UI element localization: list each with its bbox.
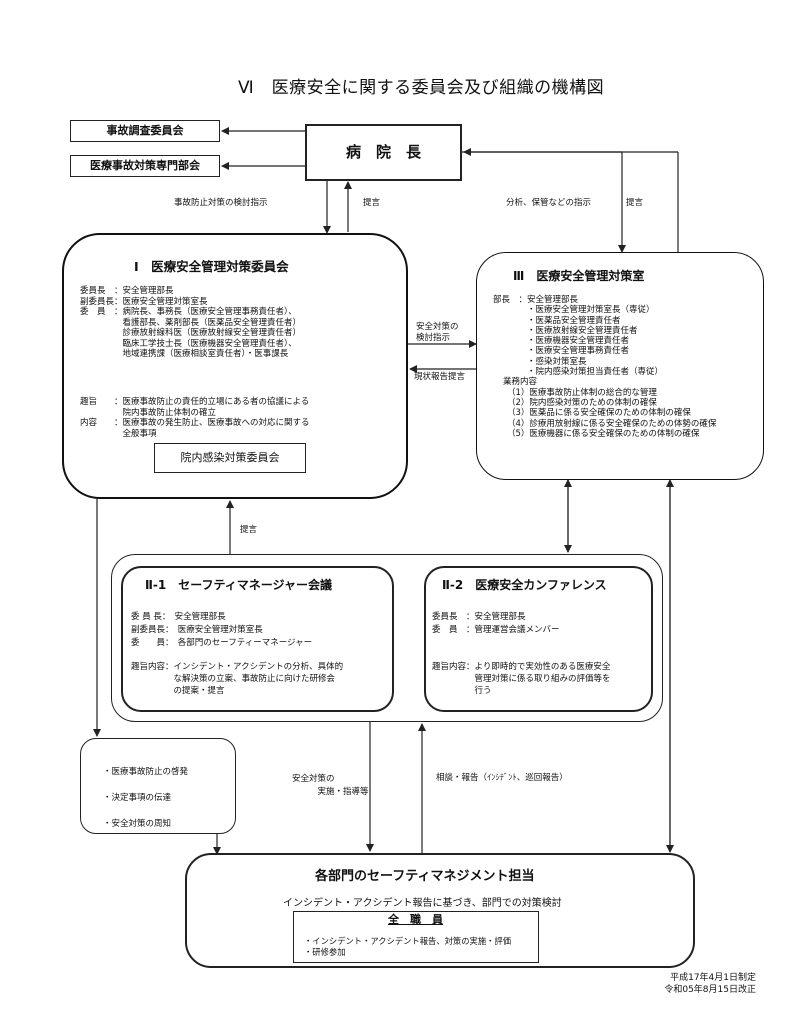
safety-committee-box: Ⅰ 医療安全管理対策委員会 委員長 ：安全管理部長 副委員長：医療安全管理対策室… [62, 233, 408, 499]
department-heading: 各部門のセーフティマネジメント担当 [315, 869, 535, 884]
office-duty-line: （2）院内感染対策のための体制の確保 [507, 397, 657, 408]
notice-item: ・安全対策の周知 [103, 819, 172, 829]
committee-members: 委員長 ：安全管理部長 副委員長：医療安全管理対策室長 委 員 ：病院長、事務長… [80, 286, 301, 360]
office-duty-line: （3）医薬品に係る安全確保のための体制の確保 [507, 408, 691, 419]
committee-member-line: 委員長 ：安全管理部長 [80, 286, 174, 296]
office-member-line: ・感染対策室長 [493, 356, 587, 367]
meeting-members: 委 員 長： 安全管理部長 副委員長： 医療安全管理対策室長 委 員： 各部門の… [131, 611, 312, 650]
meeting-member-line: 副委員長： 医療安全管理対策室長 [131, 625, 263, 635]
meeting-heading: Ⅱ-1 セーフティマネージャー会議 [145, 578, 332, 592]
safety-conference-box: Ⅱ-2 医療安全カンファレンス 委員長 ：安全管理部長 委 員 ：管理運営会議メ… [424, 566, 653, 712]
all-staff-item: ・研修参加 [304, 946, 346, 957]
label-right-up: 提言 [626, 198, 644, 208]
infection-committee-label: 院内感染対策委員会 [180, 451, 280, 464]
committee-purpose: 趣旨 ：医療事故防止の責任的立場にある者の協議による 院内事故防止体制の確立 内… [80, 397, 310, 439]
committee-purpose-line: 趣旨 ：医療事故防止の責任的立場にある者の協議による [80, 397, 310, 407]
all-staff-box: 全 職 員 ・インシデント・アクシデント報告、対策の実施・評価 ・研修参加 [293, 911, 539, 963]
office-members: 部長 ：安全管理部長 ・医療安全管理対策室長（専従） ・医薬品安全管理責任者 ・… [493, 295, 716, 439]
director-label: 病 院 長 [345, 143, 421, 161]
office-duty-line: （1）医療事故防止体制の総合的な管理 [507, 387, 657, 398]
countermeasure-subcommittee-label: 医療事故対策専門部会 [90, 159, 200, 172]
office-duty-line: （5）医療機器に係る安全確保のための体制の確保 [507, 428, 700, 439]
meeting-purpose: 趣旨内容：インシデント・アクシデントの分析、具体的 な解決策の立案、事故防止に向… [131, 661, 343, 697]
office-duties-heading: 業務内容 [503, 377, 538, 388]
committee-purpose-line: 内容 ：医療事故の発生防止、医療事故への対応に関する [80, 418, 310, 428]
notice-items: ・医療事故防止の啓発 ・決定事項の伝達 ・安全対策の周知 [103, 759, 188, 837]
conference-members: 委員長 ：安全管理部長 委 員 ：管理運営会議メンバー [432, 611, 560, 637]
notice-box: ・医療事故防止の啓発 ・決定事項の伝達 ・安全対策の周知 [80, 738, 236, 834]
revised-date: 令和05年8月15日改正 [664, 985, 756, 995]
committee-member-line: 委 員 ：病院長、事務長（医療安全管理事務責任者）、 [80, 307, 297, 317]
label-safety-implementation: 安全対策の 実施・指導等 [292, 774, 369, 797]
office-member-line: ・医療安全管理事務責任者 [493, 346, 630, 357]
conference-heading: Ⅱ-2 医療安全カンファレンス [442, 578, 607, 592]
notice-item: ・医療事故防止の啓発 [103, 767, 189, 777]
safety-manager-meeting-box: Ⅱ-1 セーフティマネージャー会議 委 員 長： 安全管理部長 副委員長： 医療… [121, 566, 394, 712]
office-member-line: ・医療機器安全管理責任者 [493, 336, 630, 347]
committee-member-line: 診療放射線科医（医療放射線安全管理責任者） [80, 328, 302, 338]
committee-member-line: 臨床工学技士長（医療機器安全管理責任者）、 [80, 338, 297, 349]
label-left-down: 事故防止対策の検討指示 [174, 198, 268, 208]
director-box: 病 院 長 [305, 124, 462, 181]
meeting-purpose-line: な解決策の立案、事故防止に向けた研修会 [131, 674, 336, 684]
conference-member-line: 委 員 ：管理運営会議メンバー [432, 625, 560, 635]
meeting-purpose-line: の提案・提言 [131, 686, 225, 696]
committee-member-line: 看護部長、薬剤部長（医薬品安全管理責任者） [80, 317, 302, 328]
all-staff-items: ・インシデント・アクシデント報告、対策の実施・評価 ・研修参加 [304, 936, 511, 957]
label-status-report: 現状報告提言 [414, 372, 466, 382]
label-safety-instruction: 安全対策の 検討指示 [416, 322, 459, 343]
office-member-line: 部長 ：安全管理部長 [493, 295, 579, 305]
office-duty-line: （4）診療用放射線に係る安全確保のための体勢の確保 [507, 418, 717, 429]
page-title: Ⅵ 医療安全に関する委員会及び組織の機構図 [238, 78, 605, 98]
committee-member-line: 地域連携課（医療相談室責任者）・医事課長 [80, 349, 289, 359]
conference-purpose: 趣旨内容：より即時的で実効性のある医療安全 管理対策に係る取り組みの評価等を 行… [432, 661, 611, 697]
accident-committee-box: 事故調査委員会 [70, 120, 220, 142]
label-consult-report: 相談・報告（ｲﾝｼﾃﾞﾝﾄ、巡回報告） [436, 773, 568, 783]
all-staff-heading: 全 職 員 [388, 913, 443, 926]
established-date: 平成17年4月1日制定 [670, 973, 756, 983]
committee-purpose-line: 全般事項 [80, 428, 157, 439]
label-left-up: 提言 [363, 198, 381, 208]
committee-heading: Ⅰ 医療安全管理対策委員会 [134, 259, 289, 274]
conference-purpose-line: 趣旨内容：より即時的で実効性のある医療安全 [432, 662, 611, 672]
label-committee-proposal: 提言 [240, 525, 258, 535]
meeting-member-line: 委 員 長： 安全管理部長 [131, 612, 226, 622]
committee-member-line: 副委員長：医療安全管理対策室長 [80, 296, 208, 307]
accident-committee-label: 事故調査委員会 [106, 124, 184, 137]
committee-purpose-line: 院内事故防止体制の確立 [80, 407, 217, 418]
conference-member-line: 委員長 ：安全管理部長 [432, 612, 526, 622]
label-right-down: 分析、保管などの指示 [506, 198, 592, 208]
department-subtitle: インシデント・アクシデント報告に基づき、部門での対策検討 [283, 898, 562, 909]
office-member-line: ・医療安全管理対策室長（専従） [493, 305, 655, 316]
office-member-line: ・医療放射線安全管理責任者 [493, 325, 638, 336]
meeting-member-line: 委 員： 各部門のセーフティーマネージャー [131, 638, 313, 648]
office-member-line: ・院内感染対策担当責任者（専従） [493, 367, 664, 378]
notice-item: ・決定事項の伝達 [103, 793, 172, 803]
countermeasure-subcommittee-box: 医療事故対策専門部会 [70, 155, 220, 177]
meeting-purpose-line: 趣旨内容：インシデント・アクシデントの分析、具体的 [131, 662, 344, 672]
office-member-line: ・医薬品安全管理責任者 [493, 315, 621, 326]
conference-purpose-line: 行う [432, 686, 492, 696]
revision-dates: 平成17年4月1日制定 令和05年8月15日改正 [664, 972, 756, 996]
office-heading: Ⅲ 医療安全管理対策室 [513, 269, 645, 283]
department-safety-box: 各部門のセーフティマネジメント担当 インシデント・アクシデント報告に基づき、部門… [185, 853, 695, 968]
all-staff-item: ・インシデント・アクシデント報告、対策の実施・評価 [304, 936, 512, 946]
safety-office-box: Ⅲ 医療安全管理対策室 部長 ：安全管理部長 ・医療安全管理対策室長（専従） ・… [476, 252, 764, 480]
conference-purpose-line: 管理対策に係る取り組みの評価等を [432, 674, 611, 684]
infection-committee-box: 院内感染対策委員会 [154, 443, 306, 473]
